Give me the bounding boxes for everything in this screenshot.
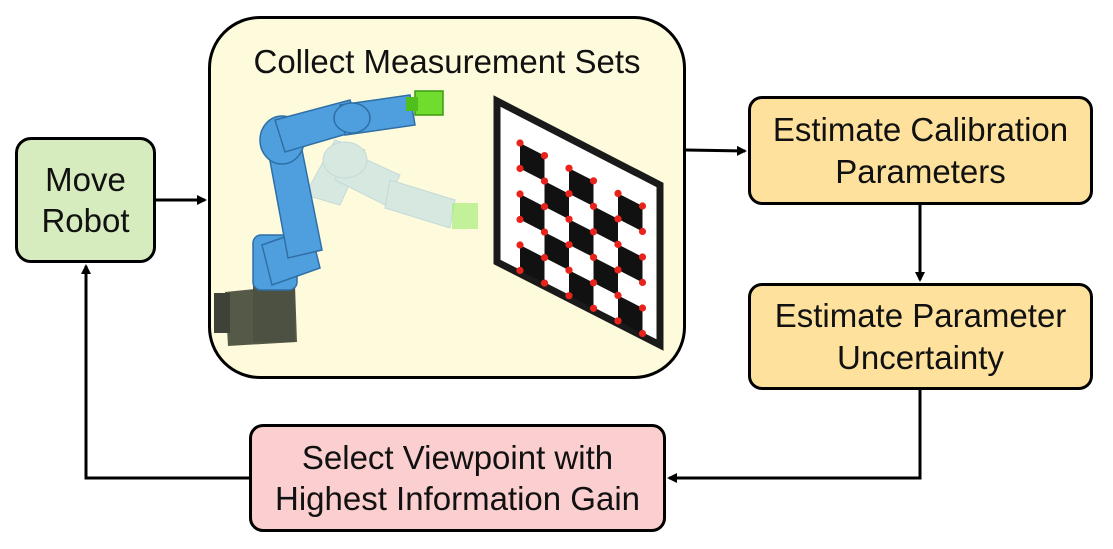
calibration-checkerboard-icon bbox=[493, 95, 664, 351]
checker-cells bbox=[520, 143, 643, 334]
checker-point bbox=[614, 189, 622, 197]
checker-point bbox=[540, 228, 549, 236]
checker-point bbox=[638, 253, 647, 261]
move-robot-line1: Move bbox=[45, 160, 126, 198]
select-viewpoint-line1: Select Viewpoint with bbox=[301, 438, 614, 476]
checker-points bbox=[516, 139, 647, 338]
checker-square bbox=[618, 193, 643, 232]
checker-point bbox=[589, 304, 598, 312]
checker-square bbox=[569, 219, 594, 258]
checker-point bbox=[638, 227, 647, 236]
checker-point bbox=[614, 291, 622, 299]
checker-square bbox=[520, 245, 545, 284]
checker-point bbox=[516, 164, 524, 173]
estimate-calibration-box: Estimate Calibration Parameters bbox=[748, 96, 1093, 205]
checker-square bbox=[544, 232, 569, 271]
checker-point bbox=[589, 228, 598, 236]
checker-square bbox=[569, 270, 594, 309]
checker-point bbox=[516, 190, 524, 198]
checker-point bbox=[638, 278, 647, 287]
estimate-uncertainty-line1: Estimate Parameter bbox=[774, 297, 1067, 335]
checker-point bbox=[540, 203, 549, 211]
checker-point bbox=[565, 292, 573, 300]
checker-point bbox=[638, 202, 647, 210]
checker-point bbox=[516, 139, 524, 147]
checker-square bbox=[520, 143, 545, 182]
checker-square bbox=[618, 295, 643, 334]
collect-title: Collect Measurement Sets bbox=[253, 43, 641, 80]
checker-point bbox=[638, 329, 647, 338]
arrow-uncertainty-to-select bbox=[667, 390, 922, 483]
checker-point bbox=[589, 202, 598, 210]
estimate-calibration-line1: Estimate Calibration bbox=[772, 111, 1069, 149]
checker-point bbox=[589, 279, 598, 287]
checker-point bbox=[589, 253, 598, 261]
checker-square bbox=[618, 244, 643, 283]
checker-point bbox=[589, 177, 598, 185]
estimate-uncertainty-line2: Uncertainty bbox=[837, 338, 1004, 376]
checker-point bbox=[540, 254, 549, 262]
checker-square bbox=[544, 181, 569, 220]
checker-square bbox=[520, 194, 545, 233]
checker-point bbox=[516, 215, 524, 224]
checker-point bbox=[614, 240, 622, 248]
select-viewpoint-box: Select Viewpoint with Highest Informatio… bbox=[249, 424, 666, 532]
checker-point bbox=[638, 304, 647, 312]
robot-arm-icon bbox=[214, 90, 478, 346]
checker-point bbox=[565, 215, 573, 223]
estimate-calibration-line2: Parameters bbox=[835, 152, 1006, 190]
arrow-select-to-move bbox=[81, 264, 249, 480]
checker-point bbox=[565, 241, 573, 249]
move-robot-box: Move Robot bbox=[15, 137, 156, 263]
checker-point bbox=[614, 317, 622, 325]
checker-point bbox=[540, 177, 549, 185]
checker-point bbox=[540, 152, 549, 160]
checker-square bbox=[593, 206, 618, 245]
checker-point bbox=[565, 164, 573, 172]
checker-point bbox=[565, 266, 573, 274]
checker-square bbox=[569, 168, 594, 207]
move-robot-line2: Robot bbox=[41, 202, 130, 239]
checker-point bbox=[614, 215, 622, 223]
checker-square bbox=[593, 257, 618, 296]
estimate-uncertainty-box: Estimate Parameter Uncertainty bbox=[748, 283, 1093, 390]
checker-point bbox=[516, 241, 524, 249]
checker-point bbox=[516, 266, 524, 275]
checker-point bbox=[540, 279, 549, 287]
select-viewpoint-line2: Highest Information Gain bbox=[274, 480, 640, 517]
checker-point bbox=[614, 266, 622, 274]
checker-point bbox=[565, 190, 573, 198]
arrow-collect-to-estimate bbox=[685, 145, 747, 156]
